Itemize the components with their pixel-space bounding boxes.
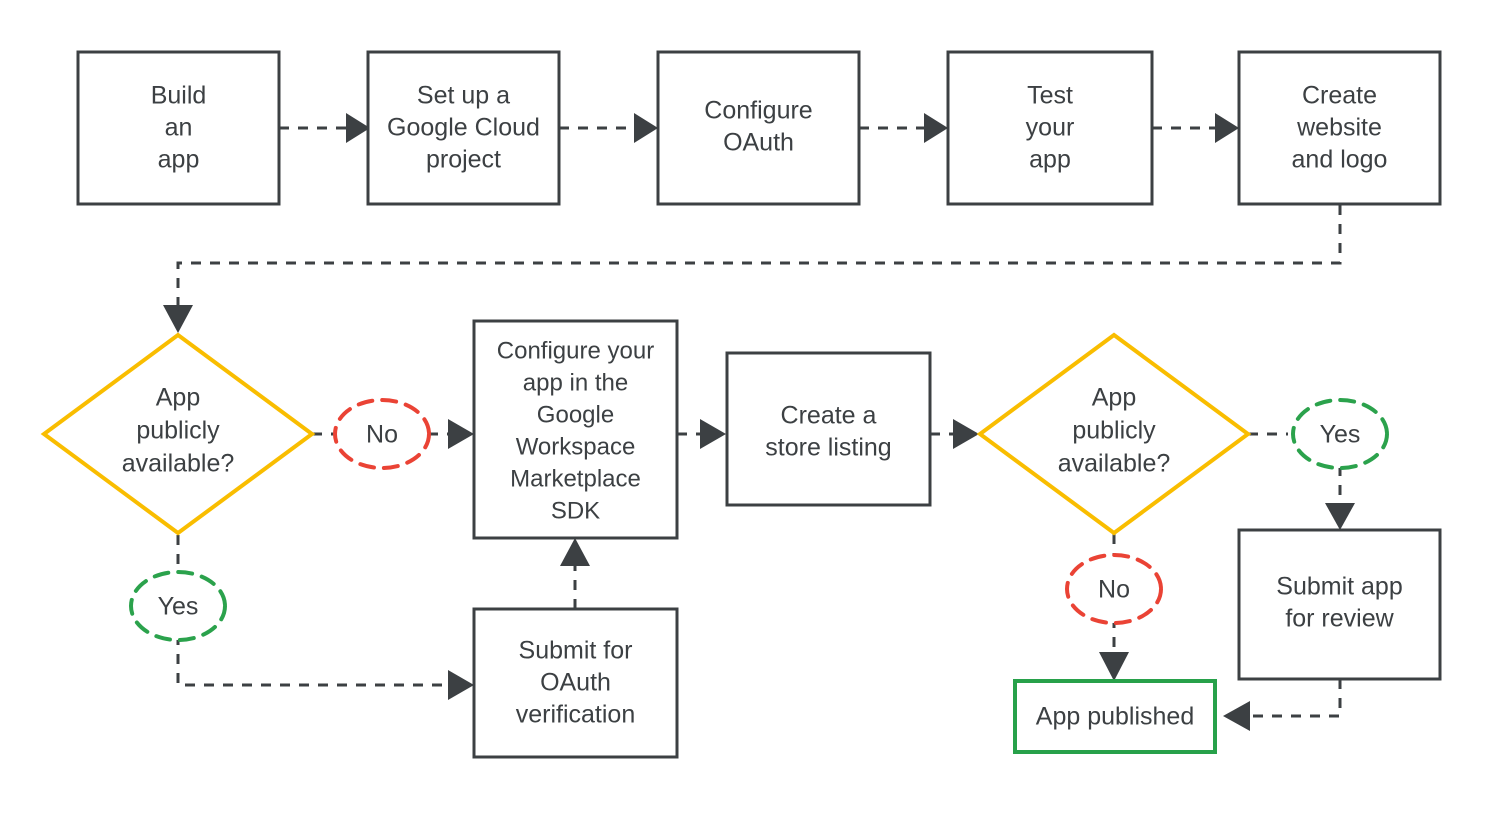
node-create-website-and-logo-line-2: and logo xyxy=(1292,146,1388,174)
edge-setup-to-oauth xyxy=(559,113,658,143)
edge-test-to-website xyxy=(1152,113,1239,143)
node-build-an-app-line-2: app xyxy=(158,146,200,174)
node-set-up-google-cloud-project-line-1: Google Cloud xyxy=(387,114,540,142)
node-decision2-line-0: App xyxy=(1092,384,1136,412)
node-configure-oauth-line-0: Configure xyxy=(704,97,812,125)
node-create-website-and-logo-line-1: website xyxy=(1296,114,1382,142)
node-sdk-line-3: Workspace xyxy=(516,433,636,460)
node-sdk-line-2: Google xyxy=(537,401,614,428)
edge-layer: configure-app-marketplace-sdk --> submit… xyxy=(163,113,1355,731)
node-decision2-line-1: publicly xyxy=(1072,417,1156,445)
node-build-an-app-line-1: an xyxy=(165,114,193,142)
node-create-website-and-logo[interactable]: Create website and logo xyxy=(1237,50,1442,206)
node-decision-app-publicly-available-1[interactable]: App publicly available? xyxy=(40,332,316,536)
edge-decision1-yes-to-oauth-verification xyxy=(176,535,474,700)
node-submit-review-line-1: for review xyxy=(1285,605,1394,633)
node-test-your-app[interactable]: Test your app xyxy=(946,50,1154,206)
edge-review-to-published xyxy=(1223,679,1342,731)
edge-website-to-decision1 xyxy=(163,205,1342,333)
edge-label-no-1-text: No xyxy=(366,421,398,449)
node-set-up-google-cloud-project-line-2: project xyxy=(426,146,501,174)
edge-label-no-2-text: No xyxy=(1098,576,1130,604)
edge-label-yes-1: Yes xyxy=(129,570,227,642)
node-app-published-label: App published xyxy=(1036,703,1194,731)
edge-build-to-setup xyxy=(279,113,370,143)
node-sdk-line-0: Configure your xyxy=(497,337,654,364)
edge-label-yes-2: Yes xyxy=(1291,398,1389,470)
node-configure-app-marketplace-sdk[interactable]: Configure your app in the Google Workspa… xyxy=(472,319,679,540)
edge-oauth-verification-to-sdk xyxy=(560,538,590,609)
node-build-an-app[interactable]: Build an app xyxy=(76,50,281,206)
edge-decision2-yes-to-review xyxy=(1248,432,1355,530)
edge-label-no-2: No xyxy=(1065,553,1163,625)
edge-oauth-to-test xyxy=(859,113,948,143)
node-decision1-line-1: publicly xyxy=(136,417,220,445)
node-configure-oauth[interactable]: Configure OAuth xyxy=(656,50,861,206)
edge-label-no-1: No xyxy=(333,398,431,470)
node-decision1-line-2: available? xyxy=(122,450,235,478)
node-test-your-app-line-2: app xyxy=(1029,146,1071,174)
node-set-up-google-cloud-project[interactable]: Set up a Google Cloud project xyxy=(366,50,561,206)
node-sdk-line-4: Marketplace xyxy=(510,465,641,492)
edge-decision1-no-to-sdk xyxy=(312,419,474,449)
node-build-an-app-line-0: Build xyxy=(151,82,207,110)
node-oauth-verification-line-1: OAuth xyxy=(540,669,611,697)
node-create-website-and-logo-line-0: Create xyxy=(1302,82,1377,110)
node-decision2-line-2: available? xyxy=(1058,450,1171,478)
node-store-listing-line-0: Create a xyxy=(781,402,877,430)
node-sdk-line-1: app in the xyxy=(523,369,628,396)
edge-sdk-to-store-listing xyxy=(677,419,726,449)
node-oauth-verification-line-2: verification xyxy=(516,701,636,729)
node-layer: Build an app Set up a Google Cloud proje… xyxy=(40,50,1442,759)
node-set-up-google-cloud-project-line-0: Set up a xyxy=(417,82,510,110)
edge-label-yes-2-text: Yes xyxy=(1320,421,1361,449)
node-test-your-app-line-1: your xyxy=(1026,114,1075,142)
node-submit-for-oauth-verification[interactable]: Submit for OAuth verification xyxy=(472,607,679,759)
edge-label-yes-1-text: Yes xyxy=(158,593,199,621)
node-oauth-verification-line-0: Submit for xyxy=(519,637,633,665)
node-app-published[interactable]: App published xyxy=(1013,679,1217,754)
node-decision1-line-0: App xyxy=(156,384,200,412)
node-submit-review-line-0: Submit app xyxy=(1276,573,1402,601)
node-sdk-line-5: SDK xyxy=(551,497,600,524)
node-decision-app-publicly-available-2[interactable]: App publicly available? xyxy=(976,332,1252,536)
node-create-a-store-listing[interactable]: Create a store listing xyxy=(725,351,932,507)
node-submit-app-for-review[interactable]: Submit app for review xyxy=(1237,528,1442,681)
node-test-your-app-line-0: Test xyxy=(1027,82,1073,110)
node-configure-oauth-line-1: OAuth xyxy=(723,129,794,157)
edge-store-listing-to-decision2 xyxy=(930,419,979,449)
node-store-listing-line-1: store listing xyxy=(765,434,891,462)
